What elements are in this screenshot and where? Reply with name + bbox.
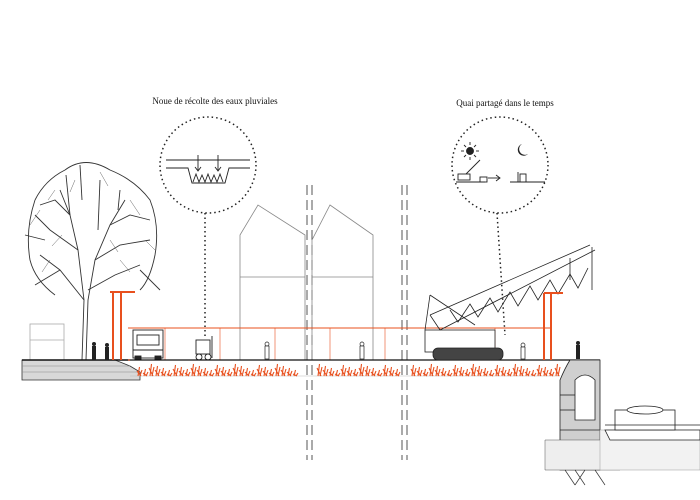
grass-tuft xyxy=(256,364,263,377)
piles xyxy=(564,469,606,486)
grass-tuft xyxy=(410,364,417,377)
grass-tuft xyxy=(226,368,233,377)
grass-tuft xyxy=(232,363,239,377)
grass-tuft xyxy=(370,367,377,377)
sun-icon xyxy=(461,142,479,160)
vegetation xyxy=(136,363,561,377)
grass-tuft xyxy=(352,368,359,377)
grass-tuft xyxy=(440,367,447,377)
pedestrian-icon xyxy=(576,341,580,359)
grass-tuft xyxy=(382,364,389,377)
grass-tuft xyxy=(202,367,209,377)
quai-detail xyxy=(456,159,545,183)
grass-tuft xyxy=(274,363,281,377)
grass-tuft xyxy=(446,369,453,377)
pedestrian-icon xyxy=(264,341,526,360)
grass-tuft xyxy=(376,369,383,377)
grass-tuft xyxy=(238,365,245,377)
grass-tuft xyxy=(292,369,299,377)
grass-tuft xyxy=(184,368,191,377)
grass-tuft xyxy=(470,363,477,377)
grass-tuft xyxy=(364,365,371,377)
grass-tuft xyxy=(488,369,495,377)
grass-tuft xyxy=(530,369,537,377)
grass-tuft xyxy=(286,367,293,377)
grass-tuft xyxy=(166,369,173,377)
grass-tuft xyxy=(482,367,489,377)
tree-icon xyxy=(24,162,161,361)
grass-tuft xyxy=(536,364,543,377)
grass-tuft xyxy=(388,366,395,377)
grass-tuft xyxy=(518,365,525,377)
bus-shelter xyxy=(29,323,65,361)
grass-tuft xyxy=(178,366,185,377)
grass-tuft xyxy=(154,365,161,377)
grass-tuft xyxy=(524,367,531,377)
left-ground xyxy=(21,359,141,381)
tree-canopy-detail xyxy=(29,171,156,273)
grass-tuft xyxy=(172,364,179,377)
forklift-icon xyxy=(195,336,213,361)
grass-tuft xyxy=(512,363,519,377)
truck-icon xyxy=(132,329,164,361)
crane-icon xyxy=(424,244,596,361)
grass-tuft xyxy=(428,363,435,377)
grass-tuft xyxy=(358,363,365,377)
grass-tuft xyxy=(458,366,465,377)
grass-tuft xyxy=(548,368,555,377)
noue-detail xyxy=(166,155,250,184)
grass-tuft xyxy=(334,369,341,377)
grass-tuft xyxy=(316,363,323,377)
grass-tuft xyxy=(476,365,483,377)
grass-tuft xyxy=(422,368,429,377)
grass-tuft xyxy=(500,366,507,377)
grass-tuft xyxy=(506,368,513,377)
grass-tuft xyxy=(328,367,335,377)
grass-tuft xyxy=(250,369,257,377)
grass-tuft xyxy=(346,366,353,377)
callout-circle-quai xyxy=(451,116,549,336)
grass-tuft xyxy=(416,366,423,377)
grass-tuft xyxy=(542,366,549,377)
grass-tuft xyxy=(142,368,149,377)
red-portal-right xyxy=(543,292,563,360)
grass-tuft xyxy=(160,367,167,377)
grass-tuft xyxy=(136,366,143,377)
break-lines xyxy=(306,185,408,460)
grass-tuft xyxy=(196,365,203,377)
grass-tuft xyxy=(268,368,275,377)
grass-tuft xyxy=(554,363,561,377)
grass-tuft xyxy=(244,367,251,377)
grass-tuft xyxy=(214,364,221,377)
grass-tuft xyxy=(190,363,197,377)
grass-tuft xyxy=(434,365,441,377)
grass-tuft xyxy=(452,364,459,377)
annotation-noue: Noue de récolte des eaux pluviales xyxy=(152,96,278,106)
annotation-quai: Quai partagé dans le temps xyxy=(456,98,554,108)
grass-tuft xyxy=(394,368,401,377)
moon-icon xyxy=(517,144,528,156)
grass-tuft xyxy=(322,365,329,377)
grass-tuft xyxy=(280,365,287,377)
houses-outline xyxy=(239,204,374,360)
grass-tuft xyxy=(220,366,227,377)
red-portal-left xyxy=(110,291,135,360)
grass-tuft xyxy=(494,364,501,377)
grass-tuft xyxy=(340,364,347,377)
grass-tuft xyxy=(464,368,471,377)
grass-tuft xyxy=(148,363,155,377)
callout-circle-noue xyxy=(159,116,257,338)
grass-tuft xyxy=(208,369,215,377)
pedestrian-icon xyxy=(92,342,109,360)
barge-icon xyxy=(604,405,700,441)
grass-tuft xyxy=(262,366,269,377)
